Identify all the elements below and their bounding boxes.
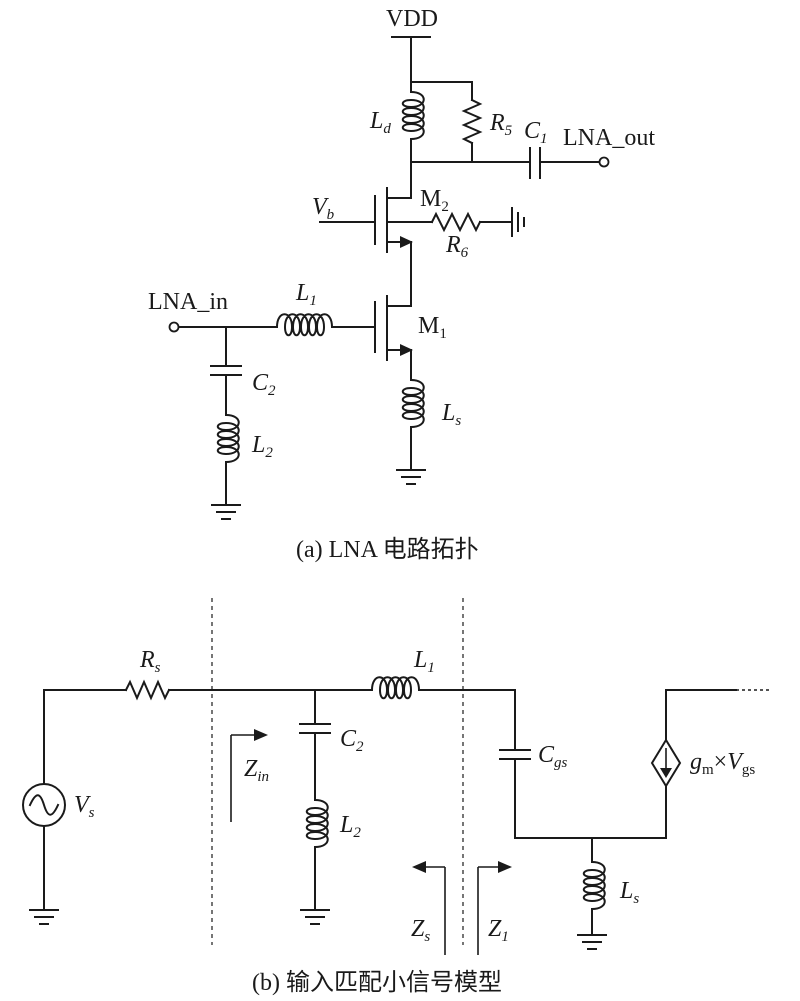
capacitor-cgs: Cgs bbox=[499, 689, 667, 839]
inductor-ls-a: Ls bbox=[396, 378, 461, 485]
lna-out-terminal bbox=[598, 156, 610, 168]
inductor-ls-b: Ls bbox=[577, 837, 639, 950]
caption-b: (b) 输入匹配小信号模型 bbox=[252, 969, 502, 996]
output-branch: C1 LNA_out bbox=[410, 118, 655, 179]
vs-label: Vs bbox=[74, 792, 95, 821]
l2-a-label: L2 bbox=[251, 432, 273, 461]
inductor-ld: Ld bbox=[369, 81, 425, 163]
l2-b-label: L2 bbox=[339, 812, 361, 841]
c1-label: C1 bbox=[524, 118, 548, 147]
dependent-current-source: gm×Vgs bbox=[650, 689, 772, 839]
m1-label: M1 bbox=[418, 313, 447, 342]
rs-label: Rs bbox=[139, 647, 161, 676]
figure-a-lna-topology: VDD Ld R5 C1 LNA_out bbox=[148, 6, 655, 563]
zs-label: Zs bbox=[411, 916, 430, 945]
c2-b-label: C2 bbox=[340, 726, 364, 755]
m2-label: M2 bbox=[420, 186, 449, 215]
vdd-rail: VDD bbox=[386, 6, 473, 83]
ls-b-label: Ls bbox=[619, 878, 639, 907]
r5-label: R5 bbox=[489, 110, 513, 139]
transistor-m1: M1 bbox=[336, 295, 447, 381]
vdd-label: VDD bbox=[386, 6, 438, 32]
resistor-r6: R6 bbox=[430, 207, 525, 261]
zs-z1-arrows: Zs Z1 bbox=[411, 861, 512, 955]
inductor-l1-b: L1 bbox=[370, 647, 516, 700]
lna-out-label: LNA_out bbox=[563, 125, 655, 151]
caption-a: (a) LNA 电路拓扑 bbox=[296, 536, 479, 563]
lna-in-terminal bbox=[168, 321, 180, 333]
gm-vgs-label: gm×Vgs bbox=[690, 749, 755, 778]
z1-label: Z1 bbox=[488, 916, 509, 945]
diamond-source-icon bbox=[650, 738, 682, 788]
cgs-label: Cgs bbox=[538, 742, 568, 771]
shunt-c2-l2-a: C2 L2 bbox=[210, 326, 276, 520]
resistor-r5: R5 bbox=[461, 81, 513, 163]
lna-in-label: LNA_in bbox=[148, 289, 228, 315]
source-vs-rs: Vs Rs bbox=[22, 647, 373, 925]
vb-label: Vb bbox=[312, 194, 335, 223]
l1-b-label: L1 bbox=[413, 647, 435, 676]
zin-label: Zin bbox=[244, 756, 269, 785]
ls-a-label: Ls bbox=[441, 400, 461, 429]
c2-a-label: C2 bbox=[252, 370, 276, 399]
shunt-c2-l2-b: C2 L2 bbox=[299, 689, 364, 925]
r6-label: R6 bbox=[445, 232, 469, 261]
zin-arrow: Zin bbox=[230, 729, 269, 822]
l1-a-label: L1 bbox=[295, 280, 317, 309]
figure-b-input-matching-model: Vs Rs Zin C2 L2 L bbox=[22, 598, 772, 996]
transistor-m2: Vb M2 bbox=[312, 161, 449, 307]
input-branch: LNA_in L1 bbox=[148, 280, 338, 337]
ld-label: Ld bbox=[369, 108, 391, 137]
